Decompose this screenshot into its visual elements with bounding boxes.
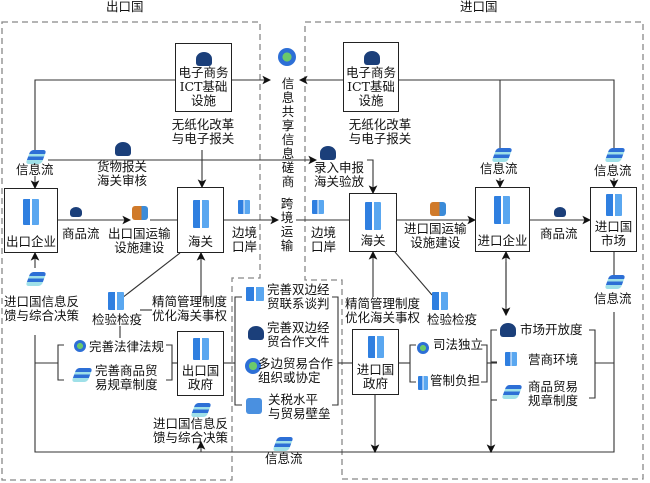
regulation-icon (418, 376, 428, 390)
inspection-icon (432, 292, 448, 310)
market-icon (606, 194, 622, 216)
improve-laws-label: 完善法律法规 (89, 339, 165, 354)
import-market-box: 进口国 市场 (590, 187, 637, 252)
ecommerce-icon (196, 52, 212, 66)
trade-rules-label-export: 完善商品贸 易规章制度 (95, 363, 158, 392)
goods-declaration-label: 货物报关 海关审核 (97, 159, 148, 188)
cross-border-transport-label: 跨 境 运 输 (280, 196, 294, 253)
declaration-icon (320, 146, 336, 160)
regulatory-burden-label: 管制负担 (430, 373, 481, 388)
port-icon (312, 200, 324, 214)
market-openness-label: 市场开放度 (520, 322, 583, 337)
import-enterprise-box: 进口企业 (475, 187, 530, 252)
government-building-icon (193, 338, 209, 360)
export-transport-label: 出口国运输 设施建设 (108, 226, 171, 255)
multilateral-icon (245, 358, 261, 374)
building-icon (494, 196, 510, 224)
market-openness-icon (500, 323, 516, 337)
ecommerce-icon (364, 51, 380, 65)
ict-infrastructure-box-export: 电子商务 ICT基础 设施 (175, 43, 232, 112)
bilateral-docs-label: 完善双边经 贸合作文件 (267, 320, 330, 349)
multilateral-label: 多边贸易合作 组织或协定 (258, 356, 334, 385)
info-flow-label: 信息流 (594, 163, 632, 178)
negotiation-icon (246, 287, 264, 301)
border-port-label-export: 边境 口岸 (232, 225, 258, 254)
paperless-reform-label-import: 无纸化改革 与电子报关 (348, 117, 412, 146)
info-flow-label: 信息流 (16, 162, 54, 177)
info-flow-label: 信息流 (594, 291, 632, 306)
trade-rules-label-import: 商品贸易 规章制度 (528, 379, 579, 408)
import-government-box: 进口国 政府 (352, 329, 399, 395)
feedback-decision-label: 进口国信息反 馈与综合决策 (153, 416, 229, 445)
goods-flow-label: 商品流 (62, 226, 100, 241)
government-building-icon (368, 336, 384, 358)
law-icon (74, 340, 86, 352)
goods-flow-icon (70, 207, 82, 217)
judicial-independence-label: 司法独立 (433, 337, 484, 352)
border-port-label-import: 边境 口岸 (311, 225, 337, 254)
paperless-reform-label-export: 无纸化改革 与电子报关 (171, 117, 235, 146)
export-region-border (1, 21, 261, 481)
building-icon (365, 202, 381, 230)
business-environment-label: 营商环境 (528, 352, 579, 367)
business-env-icon (505, 352, 517, 366)
building-icon (23, 199, 39, 225)
import-region-border (304, 21, 644, 480)
truck-icon (430, 202, 446, 216)
declaration-icon (115, 142, 131, 156)
inspection-label-import: 检验检疫 (427, 312, 478, 327)
inspection-label-export: 检验检疫 (92, 312, 143, 327)
entry-declaration-label: 录入申报 海关验放 (314, 160, 365, 189)
customs-box-import: 海关 (349, 193, 397, 252)
info-sharing-icon (278, 48, 296, 66)
customs-box-export: 海关 (177, 187, 224, 253)
import-country-title: 进口国 (460, 0, 498, 14)
info-flow-label: 信息流 (265, 451, 303, 466)
goods-flow-label: 商品流 (540, 226, 578, 241)
judicial-icon (417, 342, 429, 354)
goods-flow-icon (554, 207, 566, 217)
inspection-icon (108, 292, 124, 310)
bilateral-talks-label: 完善双边经 贸联系谈判 (267, 282, 330, 311)
document-icon (248, 326, 264, 340)
info-sharing-label: 信息 共享 信息 磋商 (281, 76, 295, 189)
feedback-decision-label: 进口国信息反 馈与综合决策 (4, 294, 80, 323)
building-icon (193, 200, 209, 228)
streamline-management-label-export: 精简管理制度 优化海关事权 (152, 294, 228, 323)
tariff-label: 关税水平 与贸易壁垒 (268, 392, 331, 421)
import-transport-label: 进口国运输 设施建设 (404, 221, 467, 250)
export-enterprise-box: 出口企业 (4, 188, 58, 253)
truck-icon (132, 206, 148, 220)
export-country-title: 出口国 (106, 0, 144, 14)
export-government-box: 出口国 政府 (177, 331, 224, 396)
info-flow-label: 信息流 (480, 161, 518, 176)
port-icon (238, 200, 250, 214)
ict-infrastructure-box-import: 电子商务 ICT基础 设施 (343, 42, 399, 112)
tariff-icon (246, 398, 262, 414)
streamline-management-label-import: 精简管理制度 优化海关事权 (345, 296, 421, 325)
